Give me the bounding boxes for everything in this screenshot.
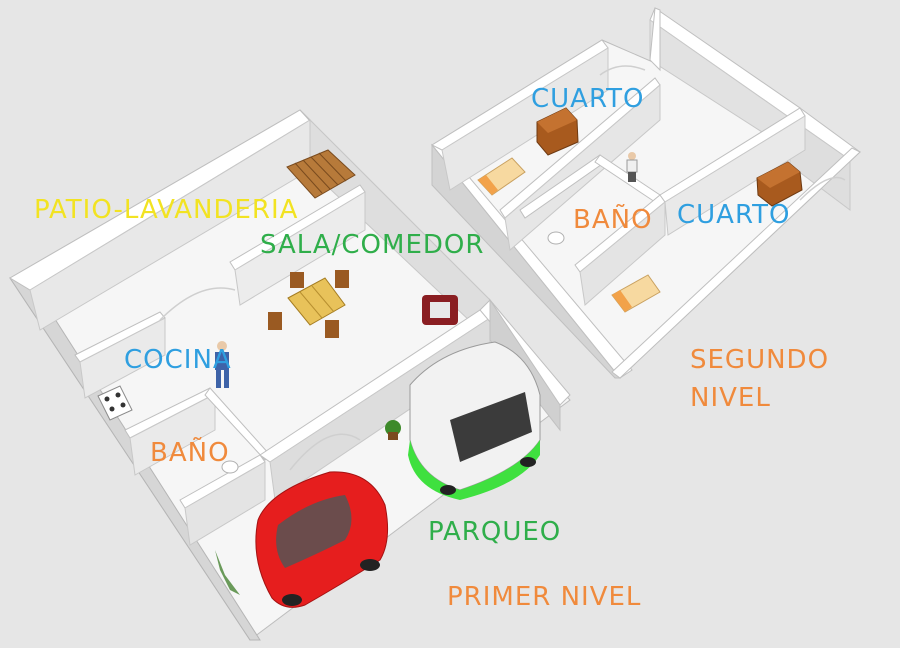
label-cocina: COCINA xyxy=(124,345,232,375)
door-arc-sala xyxy=(159,287,236,321)
second-level-tower-left xyxy=(649,7,661,72)
white-van xyxy=(408,341,541,500)
label-segundo-nivel-line1: SEGUNDO xyxy=(690,345,830,375)
red-car xyxy=(255,471,389,608)
interior-wall-room2-face xyxy=(664,115,806,236)
toilet-upstairs xyxy=(547,231,565,245)
interior-wall-bath-side xyxy=(204,387,271,461)
label-primer-nivel: PRIMER NIVEL xyxy=(447,582,642,612)
bed-room1 xyxy=(477,157,526,196)
interior-wall-patio-face xyxy=(234,191,366,306)
label-sala-comedor: SALA/COMEDOR xyxy=(260,230,485,260)
person-figure-upstairs xyxy=(626,152,638,182)
label-cuarto-2: CUARTO xyxy=(677,200,791,230)
armchair xyxy=(422,295,458,325)
label-bano-segundo-nivel: BAÑO xyxy=(573,205,653,235)
stove xyxy=(97,385,133,421)
label-parqueo: PARQUEO xyxy=(428,517,562,547)
interior-wall-bath2-lower-face xyxy=(579,200,666,306)
dining-table xyxy=(268,270,349,338)
bed-room2 xyxy=(611,274,661,313)
label-cuarto-1: CUARTO xyxy=(531,84,645,114)
second-level-front-wall xyxy=(611,147,861,379)
person-figure xyxy=(215,341,229,388)
stairs xyxy=(286,149,356,199)
second-level-plan xyxy=(430,7,861,379)
second-level-back-wall-face xyxy=(441,47,609,191)
door-arc-room1 xyxy=(599,65,646,76)
label-patio-lavanderia: PATIO-LAVANDERIA xyxy=(34,195,299,225)
toilet xyxy=(221,460,239,474)
label-segundo-nivel-line2: NIVEL xyxy=(690,383,771,413)
second-level-left-wall-face xyxy=(431,143,622,379)
door-arc-room2 xyxy=(799,176,846,201)
interior-wall-bath-lower-face xyxy=(184,461,266,546)
label-bano-primer-nivel: BAÑO xyxy=(150,438,230,468)
interior-wall-bath-face xyxy=(129,393,216,476)
first-level-plan xyxy=(9,109,571,641)
interior-wall-kitchen-face xyxy=(79,317,166,399)
wardrobe-room1 xyxy=(536,107,579,156)
wardrobe-room2 xyxy=(756,161,803,207)
door-arc-garage xyxy=(289,433,361,471)
plant xyxy=(385,420,401,440)
